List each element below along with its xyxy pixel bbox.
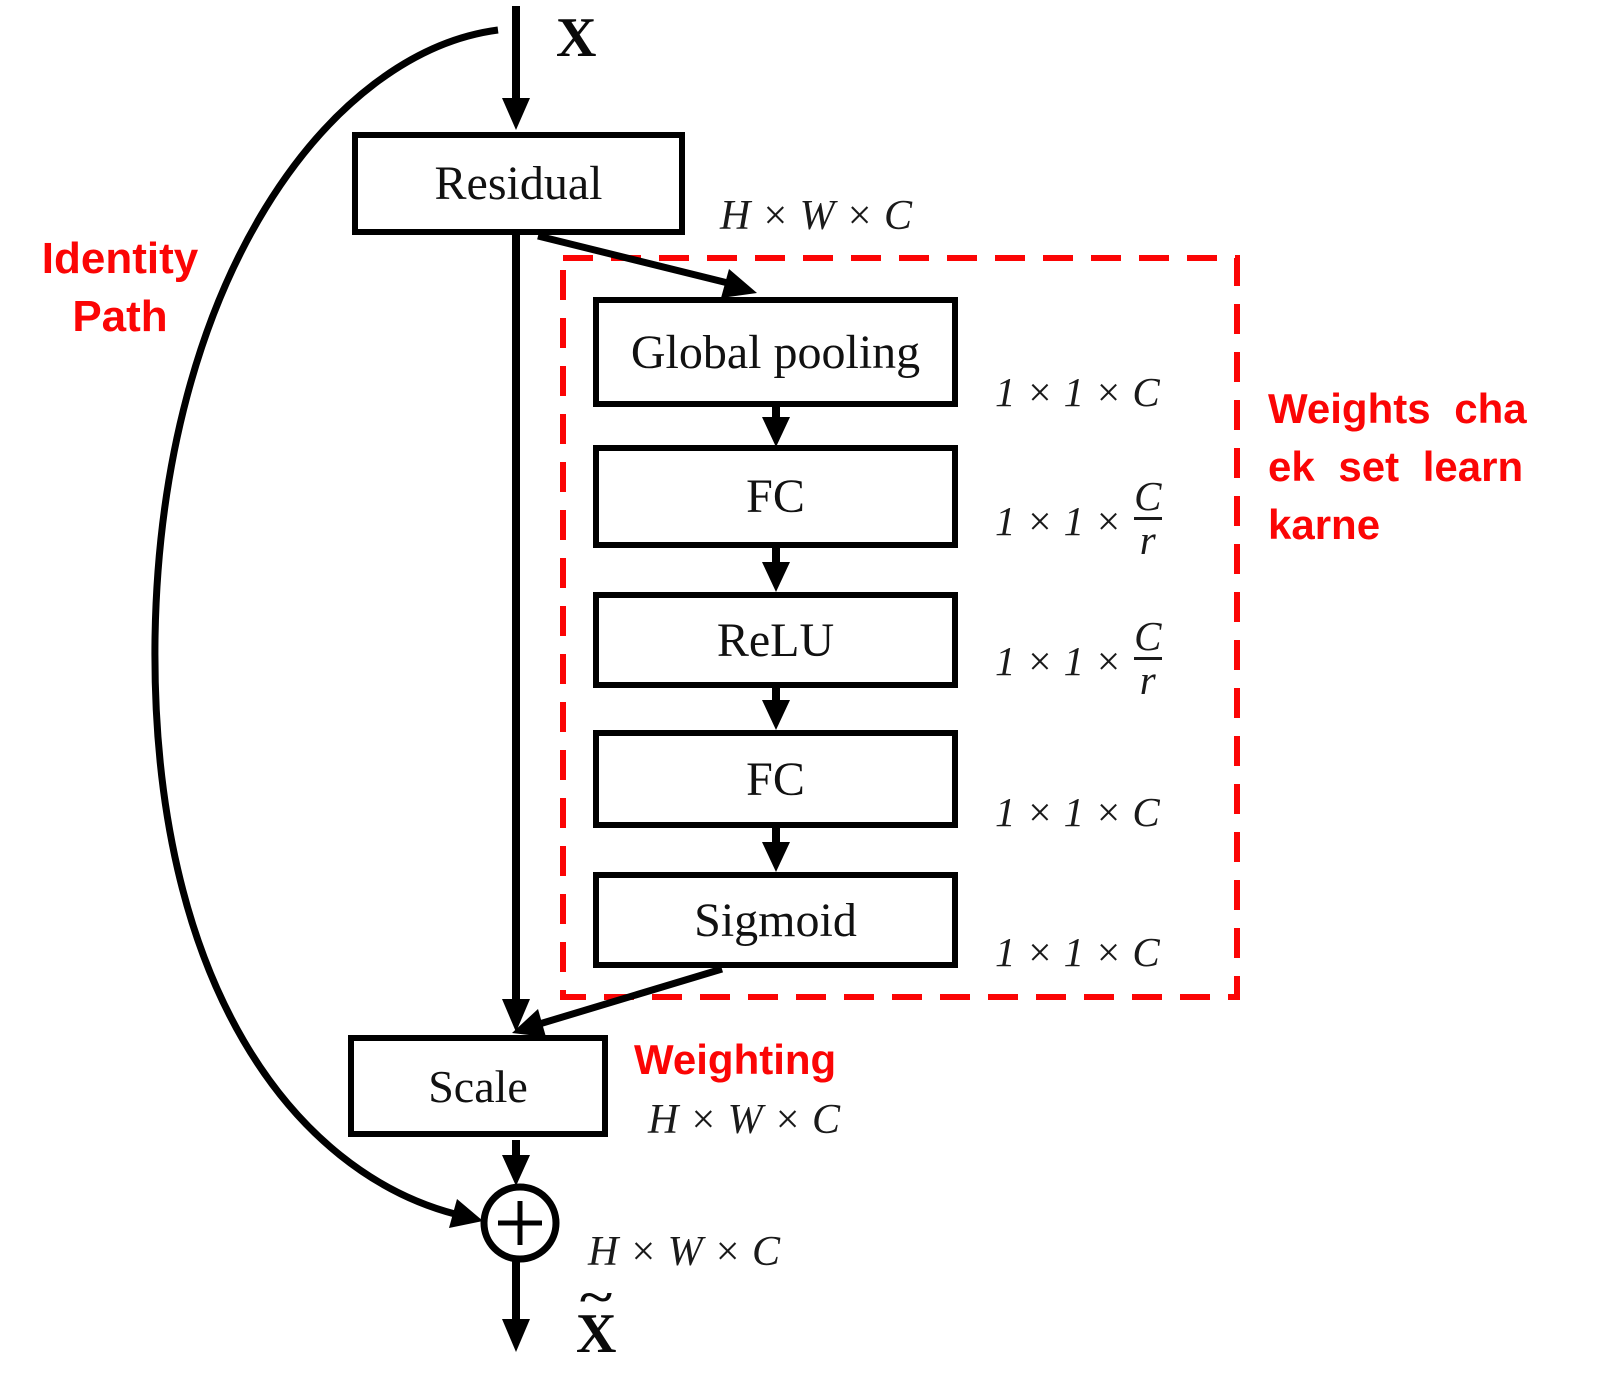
relu-to-fc2-arrow [762,688,790,730]
relu-label: ReLU [716,613,835,667]
dim-relu: 1 × 1 × C r [995,616,1167,703]
global-pooling-box: Global pooling [593,297,958,407]
weighting-note: Weighting [634,1036,837,1083]
residual-to-pooling-arrow [537,232,757,298]
dim-add: H × W × C [588,1229,781,1275]
global-pooling-label: Global pooling [630,325,921,379]
dim-fc1: 1 × 1 × C r [995,476,1167,563]
dim-relu-prefix: 1 × 1 × [995,637,1123,684]
dim-relu-numerator: C [1134,613,1162,659]
input-label: X [556,7,597,69]
output-label-base: X [576,1303,617,1365]
pooling-to-fc1-arrow [762,407,790,447]
scale-box: Scale [348,1035,608,1137]
fc2-to-sigmoid-arrow [762,828,790,872]
dim-relu-fraction: C r [1128,616,1167,701]
input-arrow [502,6,530,130]
fc1-to-relu-arrow [762,545,790,592]
dim-relu-denominator: r [1133,657,1162,701]
fc1-box: FC [593,445,958,548]
sigmoid-box: Sigmoid [593,872,958,968]
scale-to-add-arrow [502,1140,530,1186]
output-arrow [502,1261,530,1352]
dim-fc1-denominator: r [1133,517,1162,561]
dim-fc2: 1 × 1 × C [995,789,1160,835]
residual-box: Residual [352,132,685,235]
fc2-box: FC [593,730,958,828]
dim-residual: H × W × C [720,193,913,239]
add-circle-icon [480,1183,560,1263]
output-tilde-accent: ~ [580,1273,613,1322]
dim-fc1-prefix: 1 × 1 × [995,497,1123,544]
scale-label: Scale [428,1060,528,1112]
identity-path-arrow [151,26,499,1228]
relu-box: ReLU [593,592,958,688]
fc2-label: FC [746,752,805,806]
dim-fc1-fraction: C r [1128,476,1167,561]
sigmoid-label: Sigmoid [694,893,857,947]
residual-label: Residual [434,157,603,210]
residual-to-scale-arrow [502,235,530,1032]
output-label: ~X [576,1273,617,1366]
dim-scale: H × W × C [648,1097,841,1143]
dim-sigmoid: 1 × 1 × C [995,929,1160,975]
identity-path-note: Identity Path [41,234,199,341]
excitation-region-dashed-box [560,255,1240,1000]
dim-fc1-numerator: C [1134,473,1162,519]
weights-note: Weights cha ek set learn karne [1268,385,1527,548]
fc1-label: FC [746,470,805,523]
sigmoid-to-scale-arrow [512,965,724,1037]
dim-global-pooling: 1 × 1 × C [995,369,1160,415]
